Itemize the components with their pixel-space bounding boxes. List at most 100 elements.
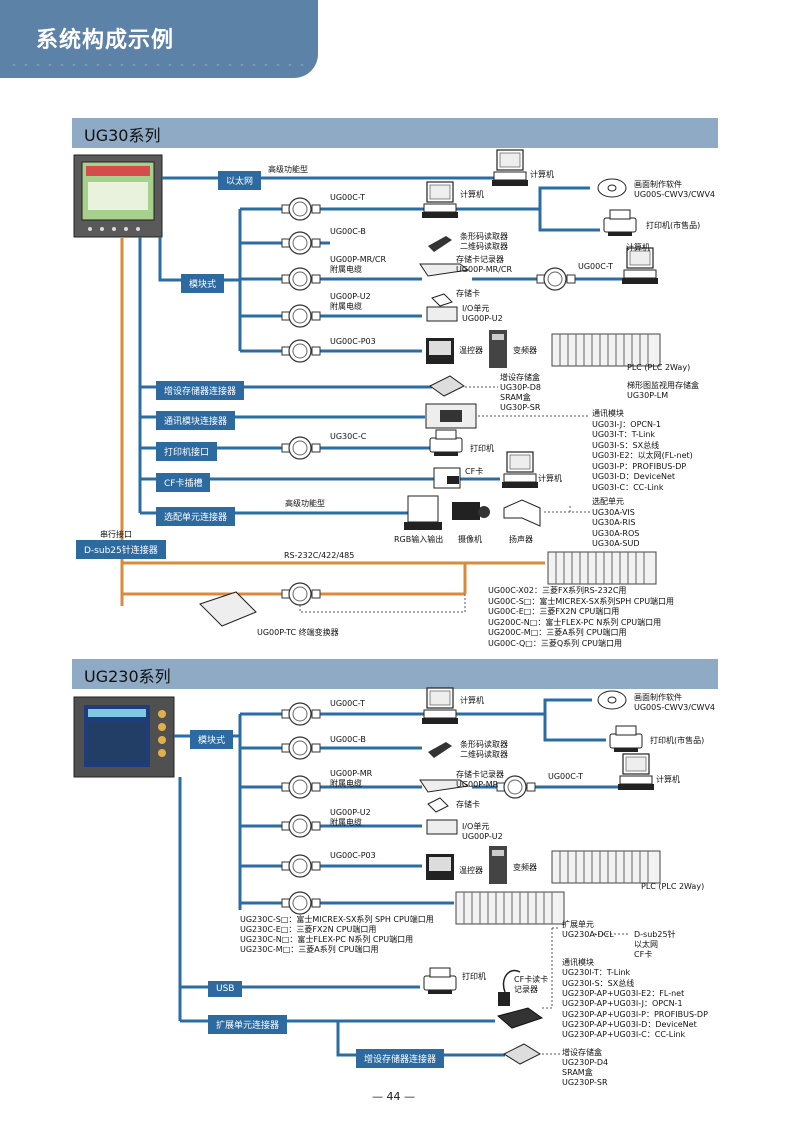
text-ug230-mr-2: 附属电缆 — [330, 779, 362, 788]
cpu-cable-item: UG230C-S□：富士MICREX-SX系列 SPH CPU端口用 — [240, 915, 434, 924]
text-mem-rec: 存储卡记录器 — [456, 255, 504, 264]
rgb-monitor-icon — [404, 495, 442, 530]
text-ug230-inverter: 变频器 — [513, 863, 537, 872]
text-camera: 摄像机 — [458, 535, 482, 544]
ug30-computer-icon-4 — [501, 451, 539, 489]
text-ug230-io: I/O单元 — [462, 822, 490, 831]
option-unit-item: UG30A-RIS — [592, 518, 636, 527]
ug230-io-unit-icon — [426, 819, 458, 835]
text-ladder: 梯形图监视用存储盒 — [627, 381, 699, 390]
text-temp: 温控器 — [459, 346, 483, 355]
page-header-tab: 系统构成示例 — [0, 0, 318, 78]
terminal-converter-icon — [199, 591, 257, 627]
ug30-computer-icon-3 — [621, 247, 659, 285]
ug230-comm-item: UG230P-AP+UG03I-C：CC-Link — [562, 1030, 686, 1040]
text-ug230-mem-rec: 存储卡记录器 — [456, 770, 504, 779]
ext-unit-item: D-sub25针 — [634, 930, 676, 939]
ug230-plc-icon — [551, 850, 661, 884]
text-rgb: RGB输入输出 — [394, 535, 444, 544]
ug230-memory-card-icon — [427, 797, 449, 813]
ug230-printer-icon — [423, 967, 457, 995]
comm-module-icon — [425, 403, 477, 429]
text-u2-1: UG00P-U2 — [330, 292, 371, 301]
ug30-printer-market-icon — [603, 209, 637, 237]
ug230-comm-item: 通讯模块 — [562, 958, 594, 967]
serial-cable-item: UG00C-Q□：三菱Q系列 CPU端口用 — [488, 638, 622, 648]
comm-module-item: 通讯模块 — [592, 409, 624, 418]
ug230-cpu-plc-icon — [455, 891, 565, 925]
label-ext-conn: 扩展单元连接器 — [208, 1015, 288, 1034]
label-module: 模块式 — [181, 274, 225, 293]
text-cable-t: UG00C-T — [330, 193, 365, 202]
ug230-cd-icon — [597, 690, 627, 710]
ug30-leaders — [465, 386, 590, 513]
text-ladder-model: UG30P-LM — [627, 391, 669, 400]
ug230-comm-item: UG230P-AP+UG03I-D：DeviceNet — [562, 1019, 697, 1029]
memory-recorder-icon — [419, 263, 470, 277]
ug230-mem-item: SRAM盒 — [562, 1068, 593, 1077]
option-unit-item: 选配单元 — [592, 497, 624, 506]
text-io-model: UG00P-U2 — [462, 314, 503, 323]
ug230-inverter-icon — [489, 846, 507, 884]
option-unit-item: UG30A-VIS — [592, 507, 635, 517]
ug230-mem-box-icon — [502, 1043, 542, 1065]
label-ug230-mem-ext: 增设存储器连接器 — [356, 1049, 445, 1068]
comm-module-item: UG03I-J：OPCN-1 — [592, 419, 661, 429]
text-ug230-printer: 打印机 — [462, 972, 486, 981]
text-cable-t-2: UG00C-T — [578, 262, 613, 271]
text-ug230-cable-b: UG00C-B — [330, 735, 366, 744]
ext-unit-item: 以太网 — [634, 940, 658, 949]
cf-reader-icon — [498, 969, 521, 1006]
ug230-barcode-icon — [428, 742, 452, 758]
ug230-computer-icon-2 — [617, 753, 655, 791]
text-rs: RS-232C/422/485 — [284, 551, 355, 560]
ug230-leaders — [540, 927, 630, 1055]
comm-module-item: UG03I-S：SX总线 — [592, 440, 660, 450]
comm-module-item: UG03I-P：PROFIBUS-DP — [592, 461, 687, 471]
ug230-comm-item: UG230P-AP+UG03I-P：PROFIBUS-DP — [562, 1009, 708, 1019]
page-title: 系统构成示例 — [36, 28, 175, 53]
ug230-comm-item: UG230I-S：SX总线 — [562, 978, 635, 988]
text-p03: UG00C-P03 — [330, 337, 376, 346]
serial-cable-item: UG00C-S□：富士MICREX-SX系列SPH CPU端口用 — [488, 596, 675, 606]
ug230-mem-item: 增设存储盒 — [562, 1048, 602, 1057]
cf-card-icon — [433, 467, 461, 489]
text-ug230-computer-2: 计算机 — [656, 775, 680, 784]
label-cf-slot: CF卡插槽 — [156, 473, 211, 492]
text-ug230-barcode: 条形码读取器 — [460, 740, 508, 749]
text-computer-3: 计算机 — [626, 243, 650, 252]
mem-box-icon — [429, 375, 465, 397]
text-computer: 计算机 — [530, 170, 554, 179]
ug30-hmi-panel — [73, 154, 163, 238]
text-ug230-software-title: 画面制作软件 — [634, 693, 682, 702]
temp-controller-icon — [426, 338, 454, 364]
label-mem-ext: 增设存储器连接器 — [156, 381, 245, 400]
text-cf-card: CF卡 — [465, 467, 484, 476]
text-mrcr-1: UG00P-MR/CR — [330, 255, 387, 264]
section-title-ug30: UG30系列 — [84, 126, 161, 145]
label-opt-conn: 选配单元连接器 — [156, 507, 236, 526]
ug30-serial-plc-icon — [547, 551, 657, 585]
text-io: I/O单元 — [462, 304, 490, 313]
option-unit-item: UG30A-SUD — [592, 539, 640, 548]
serial-cable-item: UG200C-M□：三菱A系列 CPU端口用 — [488, 628, 627, 637]
text-serial: 串行接口 — [100, 530, 132, 539]
text-software-title: 画面制作软件 — [634, 180, 682, 189]
text-sram: SRAM盒 — [500, 393, 531, 402]
label-ug230-module: 模块式 — [190, 730, 234, 749]
ext-unit-icon — [496, 1007, 544, 1029]
page-number: — 44 — — [372, 1090, 415, 1103]
text-db: UG30P-D8 — [500, 383, 542, 392]
text-ug230-cable-t-2: UG00C-T — [548, 772, 583, 781]
speaker-icon — [503, 499, 541, 527]
text-mem-box: 增设存储盒 — [500, 373, 540, 382]
comm-module-item: UG03I-C：CC-Link — [592, 482, 664, 492]
ug230-mem-item: UG230P-SR — [562, 1078, 608, 1087]
ug230-comm-item: UG230I-T：T-Link — [562, 968, 631, 978]
label-dsub: D-sub25针连接器 — [76, 540, 166, 559]
text-plc: PLC (PLC 2Way) — [627, 363, 691, 372]
section-bar-ug230: UG230系列 — [72, 659, 718, 689]
text-ug230-plc: PLC (PLC 2Way) — [641, 882, 705, 891]
ug30-computer-icon — [491, 149, 529, 187]
ug230-comm-item: UG230P-AP+UG03I-J：OPCN-1 — [562, 999, 683, 1009]
